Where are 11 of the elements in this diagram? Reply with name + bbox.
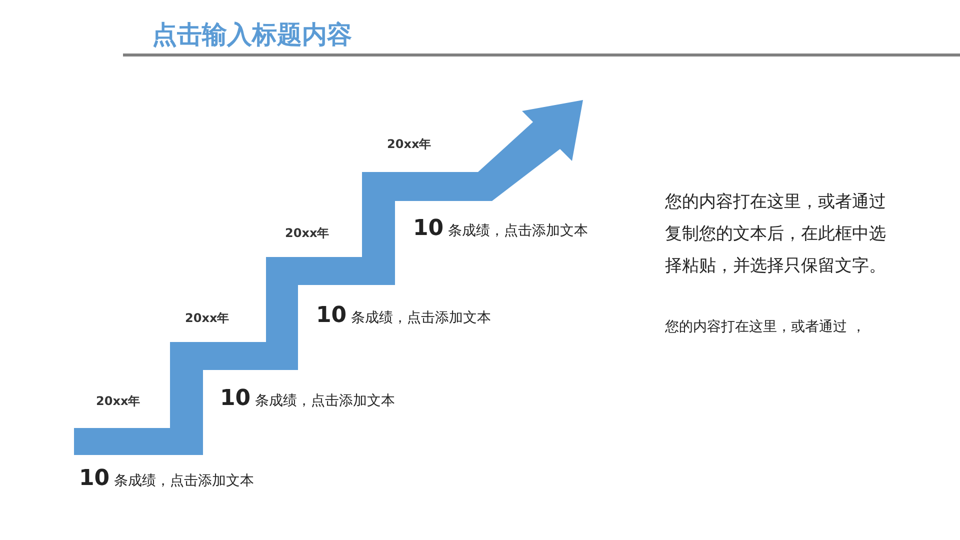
step-text: 10 条成绩，点击添加文本 <box>79 466 254 491</box>
note-text: 您的内容打在这里，或者通过 ， <box>665 318 866 336</box>
year-label: 20xx年 <box>185 310 230 327</box>
step-text: 10 条成绩，点击添加文本 <box>413 216 588 241</box>
year-label: 20xx年 <box>387 136 432 153</box>
title: 点击输入标题内容 <box>152 19 352 51</box>
step-text: 10 条成绩，点击添加文本 <box>316 303 492 328</box>
year-label: 20xx年 <box>285 225 330 242</box>
step-text: 10 条成绩，点击添加文本 <box>220 386 396 411</box>
description-text: 您的内容打在这里，或者通过复制您的文本后，在此框中选择粘贴，并选择只保留文字。 <box>665 191 887 278</box>
year-label: 20xx年 <box>96 393 140 410</box>
